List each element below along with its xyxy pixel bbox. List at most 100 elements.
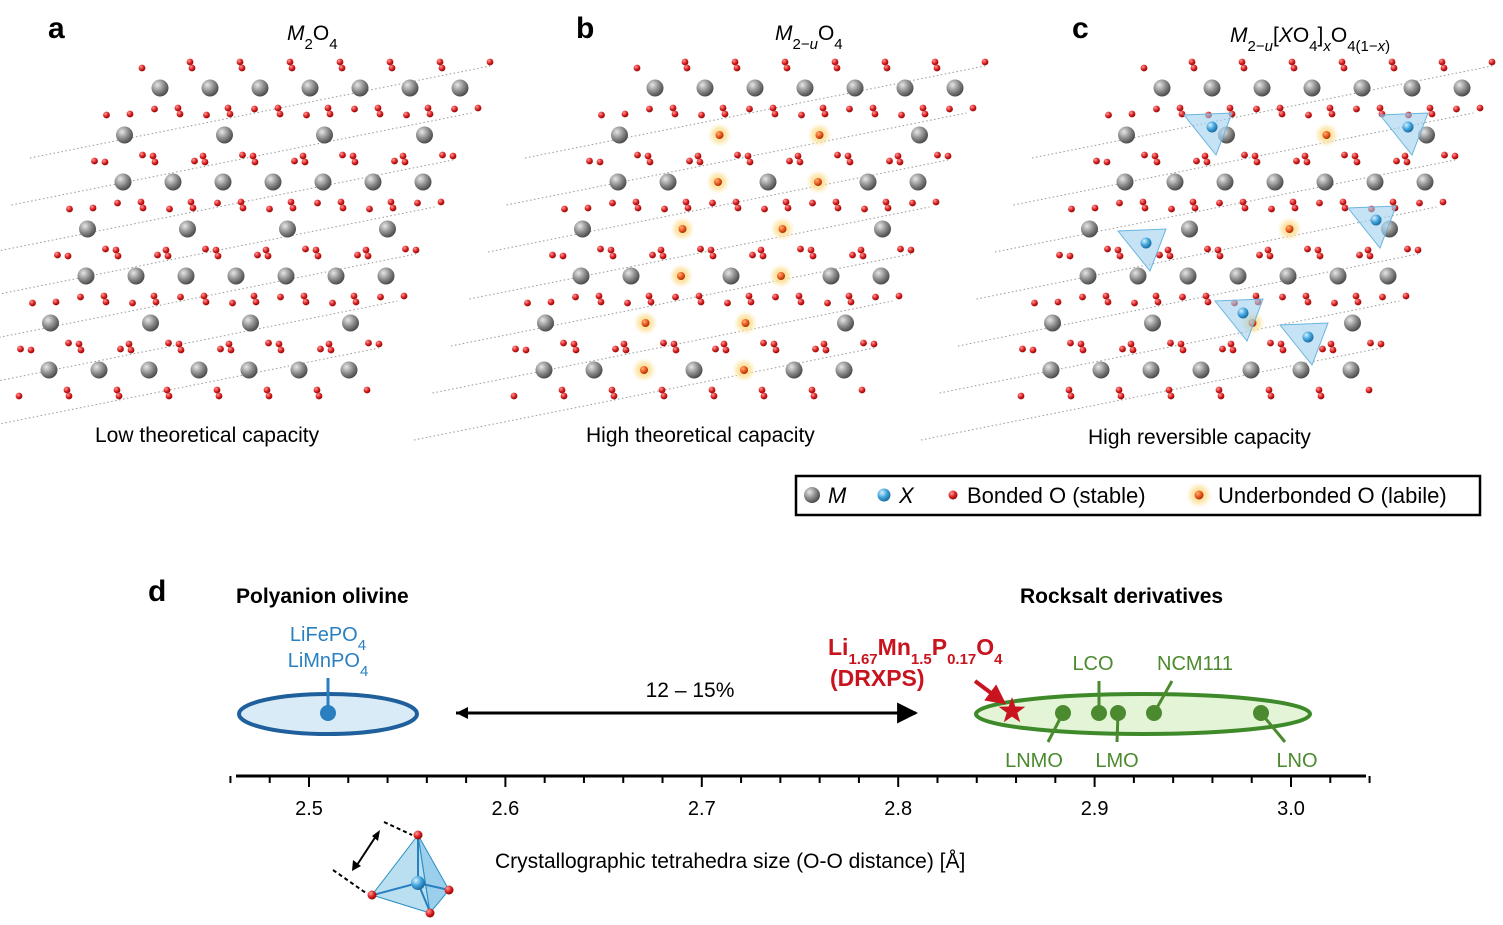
bonded-oxygen [1128, 110, 1136, 118]
bonded-oxygen [722, 346, 730, 354]
bonded-oxygen [907, 246, 915, 254]
bonded-oxygen [870, 340, 878, 348]
bonded-oxygen [1188, 58, 1196, 66]
bonded-oxygen [834, 204, 842, 212]
bonded-oxygen [1268, 205, 1275, 213]
bonded-oxygen [227, 346, 235, 354]
metal-atom [1144, 314, 1161, 332]
bonded-oxygen [302, 245, 309, 253]
bonded-oxygen [1393, 157, 1400, 165]
bonded-oxygen [771, 110, 779, 118]
underbonded-oxygen [1322, 131, 1331, 139]
bonded-oxygen [709, 252, 717, 260]
x-atom [1402, 121, 1414, 133]
bonded-oxygen [881, 58, 889, 66]
bonded-oxygen [138, 64, 146, 72]
bonded-oxygen [339, 151, 346, 159]
bonded-oxygen [1154, 298, 1162, 306]
underbonded-oxygen [1285, 225, 1294, 233]
bonded-oxygen [303, 111, 310, 119]
metal-atom [1166, 173, 1184, 191]
bonded-oxygen [731, 58, 739, 66]
panel-a-caption: Low theoretical capacity [95, 424, 320, 447]
bonded-oxygen [1114, 246, 1122, 254]
bonded-oxygen [1453, 105, 1460, 113]
bonded-oxygen [524, 299, 531, 307]
metal-atom [785, 361, 803, 379]
bonded-oxygen [139, 204, 147, 212]
bonded-oxygen [549, 251, 556, 259]
bonded-oxygen [277, 346, 285, 354]
panel-b-caption: High theoretical capacity [586, 424, 815, 447]
metal-atom [1142, 361, 1160, 379]
xo4-tetrahedron [1182, 112, 1233, 156]
metal-legend-marker [804, 487, 820, 503]
bonded-oxygen [1219, 345, 1226, 353]
bonded-oxygen [388, 64, 396, 72]
bonded-oxygen [812, 345, 819, 353]
metal-atom [1153, 79, 1171, 97]
bonded-oxygen [315, 392, 323, 400]
bonded-oxygen [1127, 340, 1135, 348]
bonded-oxygen [166, 205, 173, 213]
bonded-oxygen [1156, 251, 1163, 259]
bonded-oxygen [162, 246, 170, 254]
bonded-oxygen [572, 346, 580, 354]
bonded-oxygen [1131, 299, 1138, 307]
bonded-oxygen [437, 198, 445, 206]
metal-atom [1181, 220, 1198, 238]
bonded-oxygen [1304, 245, 1311, 253]
metal-atom [142, 314, 159, 332]
bonded-oxygen [1139, 198, 1147, 206]
bonded-oxygen [570, 340, 578, 348]
bonded-oxygen [1364, 246, 1372, 254]
metal-atom [1129, 267, 1147, 285]
bonded-oxygen [1116, 252, 1124, 260]
bonded-oxygen [561, 205, 568, 213]
bonded-oxygen [846, 158, 854, 166]
bonded-oxygen [746, 158, 754, 166]
bonded-oxygen [934, 151, 941, 159]
rocksalt-label-lno: LNO [1276, 750, 1317, 772]
metal-atom [316, 126, 333, 144]
bonded-oxygen [610, 392, 618, 400]
underbonded-o-legend-marker [1194, 490, 1204, 500]
bonded-oxygen [77, 293, 84, 301]
bonded-oxygen [1379, 293, 1386, 301]
metal-atom [535, 361, 553, 379]
bonded-oxygen [697, 298, 705, 306]
bonded-oxygen [1414, 246, 1422, 254]
bonded-oxygen [301, 158, 309, 166]
bonded-oxygen [512, 345, 519, 353]
metal-atom [401, 79, 419, 97]
bonded-oxygen [314, 199, 321, 207]
bonded-oxygen [849, 251, 856, 259]
metal-atom [874, 220, 891, 238]
metal-atom [416, 126, 433, 144]
bonded-oxygen [65, 339, 72, 347]
metal-atom [1453, 79, 1471, 97]
bonded-oxygen [89, 204, 97, 212]
bonded-oxygen [657, 246, 665, 254]
bonded-oxygen [712, 345, 719, 353]
bonded-oxygen [831, 58, 839, 66]
x-atom [1237, 307, 1249, 319]
bonded-oxygen [744, 152, 752, 160]
bonded-oxygen [186, 58, 194, 66]
metal-atom [1079, 267, 1097, 285]
bonded-oxygen [1068, 205, 1075, 213]
bonded-oxygen [758, 386, 766, 394]
metal-atom [342, 314, 359, 332]
bonded-oxygen [820, 340, 828, 348]
metal-atom [240, 361, 258, 379]
x-axis-title: Crystallographic tetrahedra size (O-O di… [495, 850, 965, 873]
bonded-oxygen [386, 58, 394, 66]
drxps-star-marker [998, 697, 1026, 723]
bonded-oxygen [897, 245, 904, 253]
bonded-oxygen [1166, 252, 1174, 260]
metal-atom [822, 267, 840, 285]
legend-underbonded-label: Underbonded O (labile) [1218, 483, 1447, 508]
bonded-oxygen [1029, 346, 1037, 354]
bonded-oxygen [1189, 198, 1197, 206]
bonded-oxygen [152, 298, 160, 306]
